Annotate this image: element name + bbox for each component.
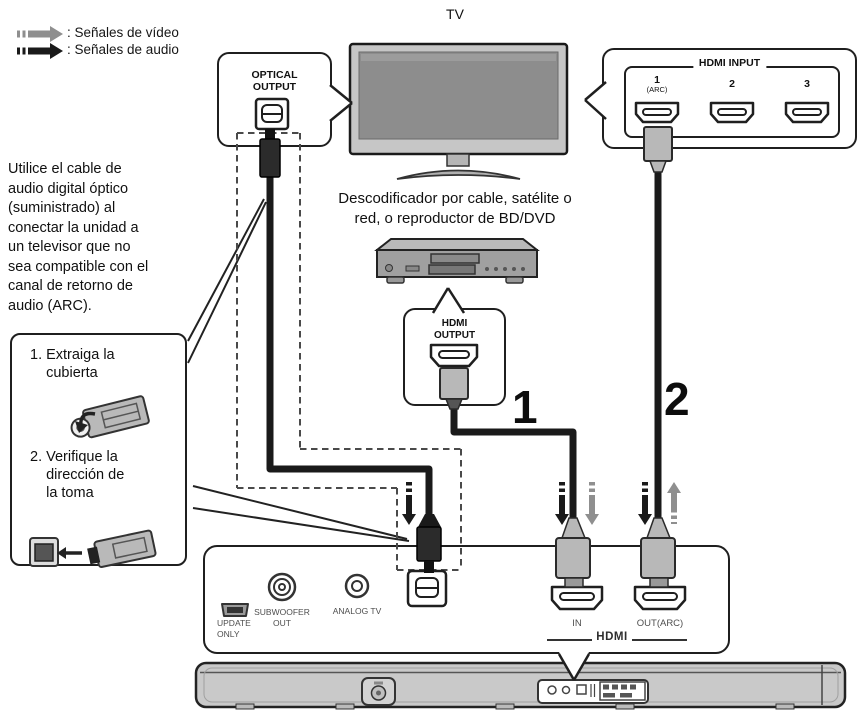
hdmi-input-1-label: 1 (ARC) [634,75,680,94]
hdmi-in-label: IN [572,618,582,629]
video-signal-arrow-icon [17,26,63,42]
hdmi-logo: HDMI [596,631,628,643]
step-1-text: Extraiga la cubierta [46,347,115,381]
hdmi-input-2-label: 2 [709,79,755,90]
step-2-number: 2. [30,449,43,465]
hdmi-input-1-arc: (ARC) [646,85,668,94]
legend-video-label: : Señales de vídeo [67,25,179,40]
hdmi-input-2-num: 2 [729,78,735,90]
steps-box: 1. Extraiga la cubierta 2. Verifique la … [10,333,187,566]
update-only-label: UPDATE ONLY [217,618,251,639]
soundbar-power-connector [361,677,396,706]
hdmi-input-3-num: 3 [804,78,810,90]
rear-panel-pointer [557,652,591,681]
video-arrow-up-out [667,482,681,524]
optical-note-text: Utilice el cable de audio digital óptico… [8,161,149,314]
leader-lines [187,198,410,542]
soundbar-jack-panel [537,679,649,704]
legend-audio-label: : Señales de audio [67,42,179,57]
audio-arrow-optical [402,482,416,525]
hdmi-input-callout: HDMI INPUT 1 (ARC) 2 3 [602,48,857,149]
step-1: 1. Extraiga la cubierta [30,346,115,382]
hdmi-out-arc-label: OUT(ARC) [636,618,684,629]
analog-tv-label: ANALOG TV [332,606,382,616]
hdmi-input-3-label: 3 [784,79,830,90]
audio-arrow-in [555,482,569,525]
hdmi-output-callout: HDMI OUTPUT [403,308,506,406]
step-2: 2. Verifique la dirección de la toma [30,448,124,502]
audio-signal-arrow-icon [17,43,63,59]
hdmi-output-label: HDMI OUTPUT [433,318,476,341]
cable-2-number: 2 [664,373,690,425]
video-arrow-in [585,482,599,525]
step-2-text: Verifique la dirección de la toma [46,449,125,501]
rear-panel [203,545,730,654]
optical-output-callout: OPTICAL OUTPUT [217,52,332,147]
tv-image [348,42,569,180]
subwoofer-out-label: SUBWOOFER OUT [254,607,310,628]
optical-callout-pointer [329,84,353,122]
bd-dvd-player-image [374,238,540,284]
soundbar-image [194,661,847,710]
hdmi-input-title: HDMI INPUT [692,57,767,69]
optical-output-label: OPTICAL OUTPUT [251,69,298,93]
tv-label: TV [446,6,464,22]
audio-arrow-out [638,482,652,525]
source-device-caption: Descodificador por cable, satélite o red… [338,190,572,227]
hdmi-input-1-num: 1 [654,74,660,86]
cable-1-number: 1 [512,381,538,433]
step-1-number: 1. [30,347,43,363]
